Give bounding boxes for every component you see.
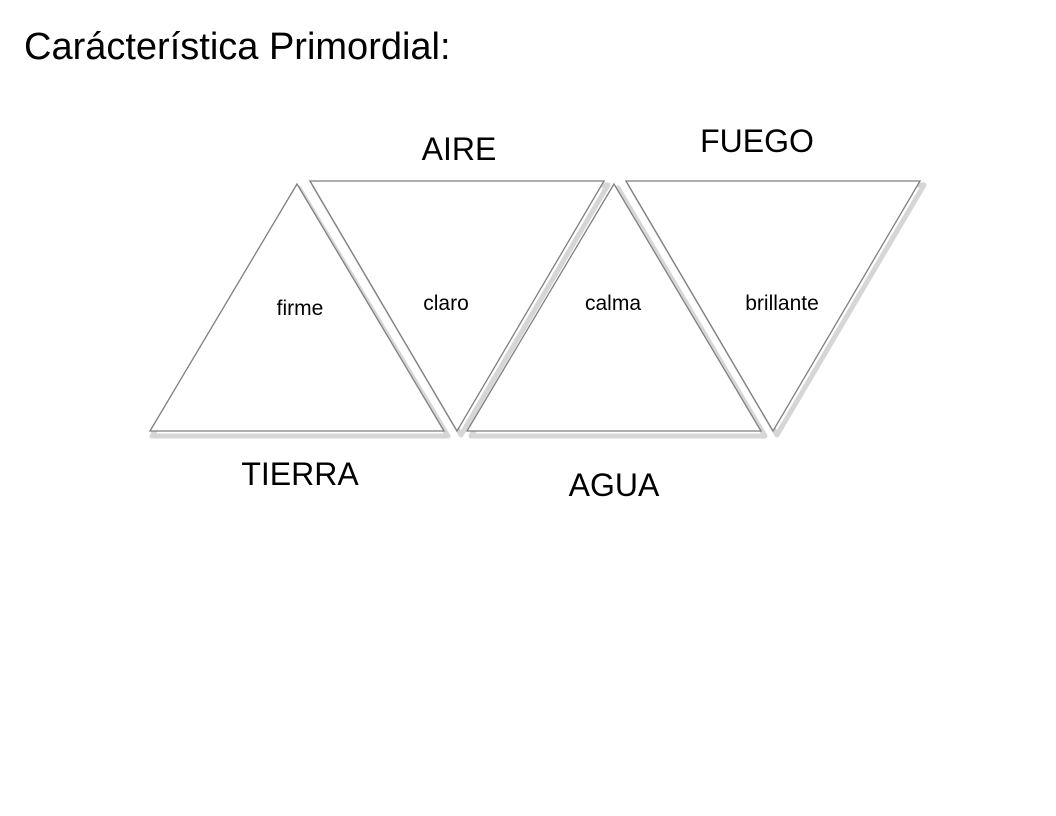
label-agua: AGUA <box>568 467 660 503</box>
triangle-agua-group <box>465 182 768 439</box>
triangle-tierra <box>148 182 446 432</box>
quality-firme: firme <box>276 297 324 320</box>
triangle-fuego <box>624 180 922 433</box>
quality-calma: calma <box>584 292 642 315</box>
triangle-aire <box>308 180 606 433</box>
triangle-tierra-group <box>148 182 451 439</box>
label-aire: AIRE <box>421 131 497 167</box>
page-title: Carácterística Primordial: <box>24 26 451 68</box>
triangle-agua <box>465 182 763 432</box>
label-tierra: TIERRA <box>241 456 359 492</box>
quality-claro: claro <box>423 292 469 315</box>
label-fuego: FUEGO <box>700 123 814 159</box>
triangle-aire-group <box>308 180 611 438</box>
triangle-fuego-group <box>624 180 927 438</box>
quality-brillante: brillante <box>745 292 819 315</box>
